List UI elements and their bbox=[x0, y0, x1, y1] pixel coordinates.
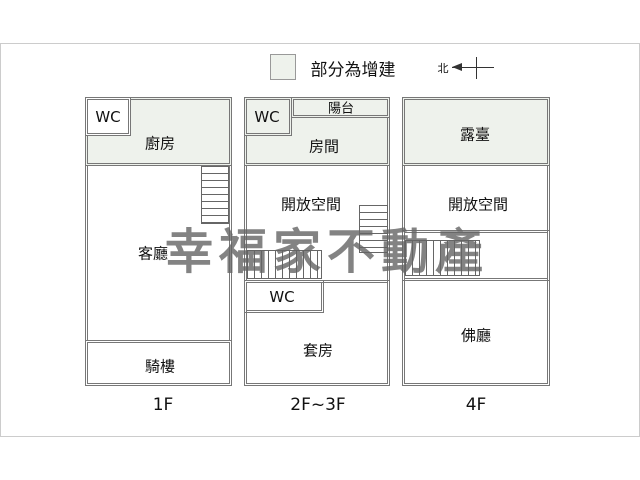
stairs-2f-b bbox=[359, 205, 388, 253]
room-label: 陽台 bbox=[327, 101, 355, 117]
north-arrow-cross bbox=[476, 57, 477, 79]
room-label: WC bbox=[269, 288, 295, 306]
stairs-2f-a bbox=[247, 250, 322, 279]
watermark: 幸福家不動產 bbox=[165, 224, 490, 280]
room-label: 騎樓 bbox=[144, 357, 176, 376]
wc-2f bbox=[244, 97, 292, 136]
stair-hall-4f bbox=[402, 230, 550, 281]
floor-label: 1F bbox=[152, 395, 174, 415]
room-label: 佛廳 bbox=[460, 326, 492, 345]
room-label: 房間 bbox=[308, 137, 340, 156]
stairs-1f bbox=[201, 166, 229, 224]
room-label: 開放空間 bbox=[280, 195, 342, 214]
room-label: WC bbox=[95, 108, 121, 126]
arcade-room bbox=[85, 340, 232, 386]
legend-swatch bbox=[270, 54, 296, 80]
room-label: WC bbox=[254, 108, 280, 126]
room-label: 廚房 bbox=[144, 134, 176, 153]
suite-room bbox=[244, 280, 390, 386]
legend-label: 部分為增建 bbox=[310, 60, 396, 81]
room-label: 客廳 bbox=[137, 244, 169, 263]
north-arrowhead-icon bbox=[452, 63, 462, 71]
room-label: 套房 bbox=[302, 341, 334, 360]
floor-label: 4F bbox=[465, 395, 487, 415]
terrace-room bbox=[402, 97, 550, 166]
north-arrow-icon bbox=[452, 67, 494, 68]
north-label: 北 bbox=[437, 62, 449, 75]
wc-1f bbox=[85, 97, 131, 136]
floor-label: 2F~3F bbox=[290, 395, 346, 415]
stairs-4f bbox=[405, 240, 480, 276]
wc2-2f bbox=[244, 280, 324, 313]
room-label: 露臺 bbox=[459, 125, 491, 144]
balcony-room bbox=[291, 97, 390, 118]
room-label: 開放空間 bbox=[447, 195, 509, 214]
